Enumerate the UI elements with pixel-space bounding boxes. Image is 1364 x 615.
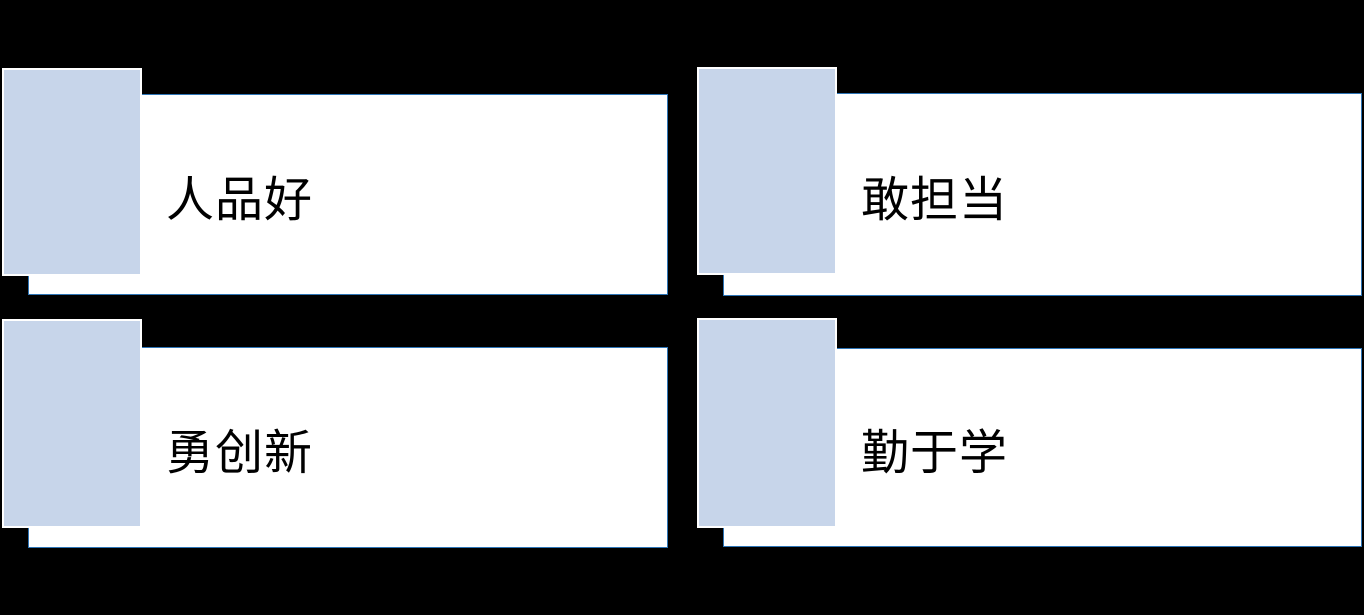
card-label: 人品好 [166,173,314,227]
accent-rectangle [697,318,837,528]
card-label: 勤于学 [861,426,1009,480]
accent-rectangle [2,319,142,528]
card-label: 敢担当 [861,173,1009,227]
card-label: 勇创新 [166,426,314,480]
accent-rectangle [697,67,837,275]
accent-rectangle [2,68,142,276]
